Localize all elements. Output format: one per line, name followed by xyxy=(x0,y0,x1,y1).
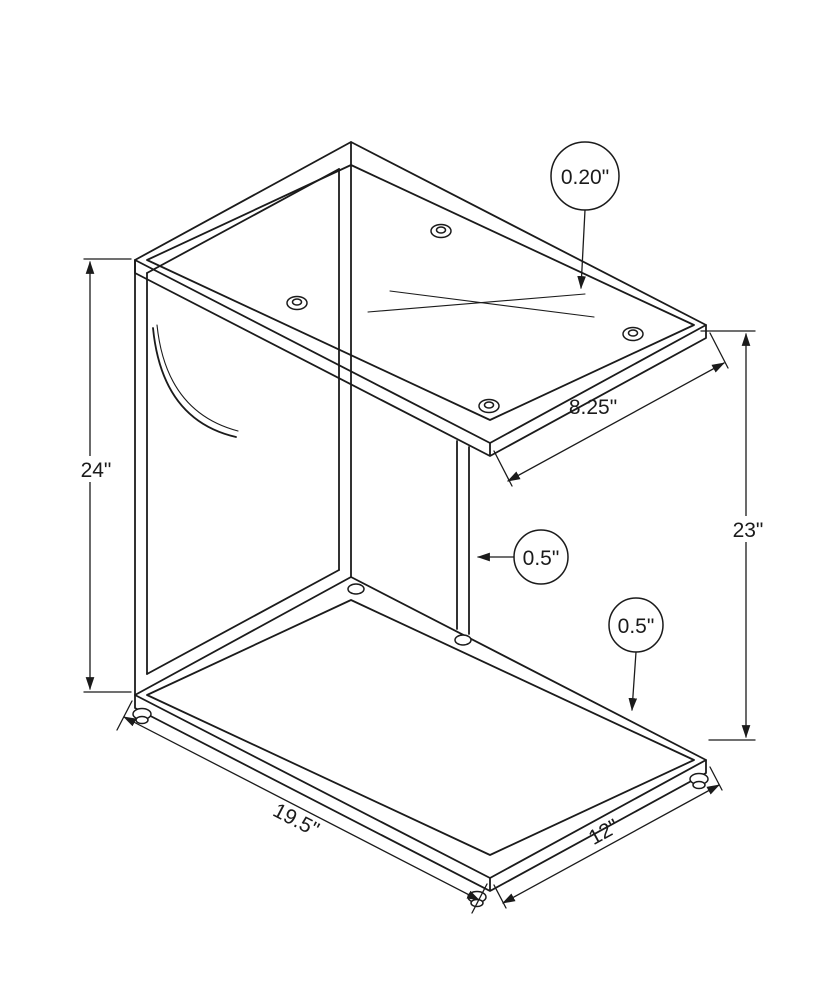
magazine-sling xyxy=(152,324,239,438)
callout-glass-thickness: 0.20" xyxy=(550,141,620,290)
sling-front-edge xyxy=(152,327,237,438)
dimension-base-length: 19.5" xyxy=(116,700,488,914)
label-backing-23 xyxy=(726,516,768,542)
suction-cup-back-center xyxy=(435,226,447,234)
ext-line-rear xyxy=(709,766,723,791)
base-foot-back xyxy=(347,583,365,595)
support-post xyxy=(454,440,472,646)
dimension-top-depth: 8.25" xyxy=(493,332,729,487)
callout-post-thickness: 0.5" xyxy=(476,529,569,585)
ext-line-front xyxy=(493,884,507,909)
dimension-label-24: 24" xyxy=(81,459,112,482)
dimension-label-23: 23" xyxy=(733,519,764,542)
dimension-label-8-25: 8.25" xyxy=(569,396,617,419)
dimension-line-19-5 xyxy=(123,716,480,901)
dimension-line-8-25 xyxy=(507,362,725,482)
glass-shine-line-1 xyxy=(367,293,586,313)
leader-base-thickness xyxy=(628,651,638,712)
table-drawing xyxy=(132,141,709,908)
sling-back-edge xyxy=(156,324,239,432)
label-backing-24 xyxy=(74,456,118,482)
post-foot xyxy=(454,634,472,646)
table-top xyxy=(134,141,707,457)
glass-panel xyxy=(286,223,644,414)
leader-glass-thickness xyxy=(577,209,586,290)
dimension-label-12: 12" xyxy=(585,815,623,850)
glass-shine-line-2 xyxy=(389,290,595,318)
suction-cup-left-center xyxy=(291,298,303,306)
dimension-label-glass-thickness: 0.20" xyxy=(561,166,609,189)
base-tube-thickness xyxy=(134,694,707,892)
ext-line-left xyxy=(116,700,133,731)
top-tube-thickness xyxy=(134,259,707,457)
dimension-label-post: 0.5" xyxy=(523,547,560,570)
top-outer-frame xyxy=(134,141,707,444)
back-frame-opening-bottom xyxy=(146,569,340,675)
base-foot-right-pad xyxy=(692,780,706,790)
suction-cup-front-center xyxy=(483,401,495,409)
dimensions: 24" 0.20" 8.25" 23" 0.5" xyxy=(74,141,768,914)
table-back-frame xyxy=(134,141,352,696)
dimension-label-base-tube: 0.5" xyxy=(618,615,655,638)
top-inner-frame xyxy=(146,164,695,421)
callout-base-thickness: 0.5" xyxy=(608,597,664,712)
ext-line-rear xyxy=(709,332,729,369)
dimension-clearance-height: 23" xyxy=(700,330,768,741)
suction-cup-right-center xyxy=(627,329,639,337)
dimension-line-12 xyxy=(502,784,720,904)
dimension-overall-height: 24" xyxy=(74,258,132,693)
base-foot-left-pad xyxy=(135,715,149,725)
